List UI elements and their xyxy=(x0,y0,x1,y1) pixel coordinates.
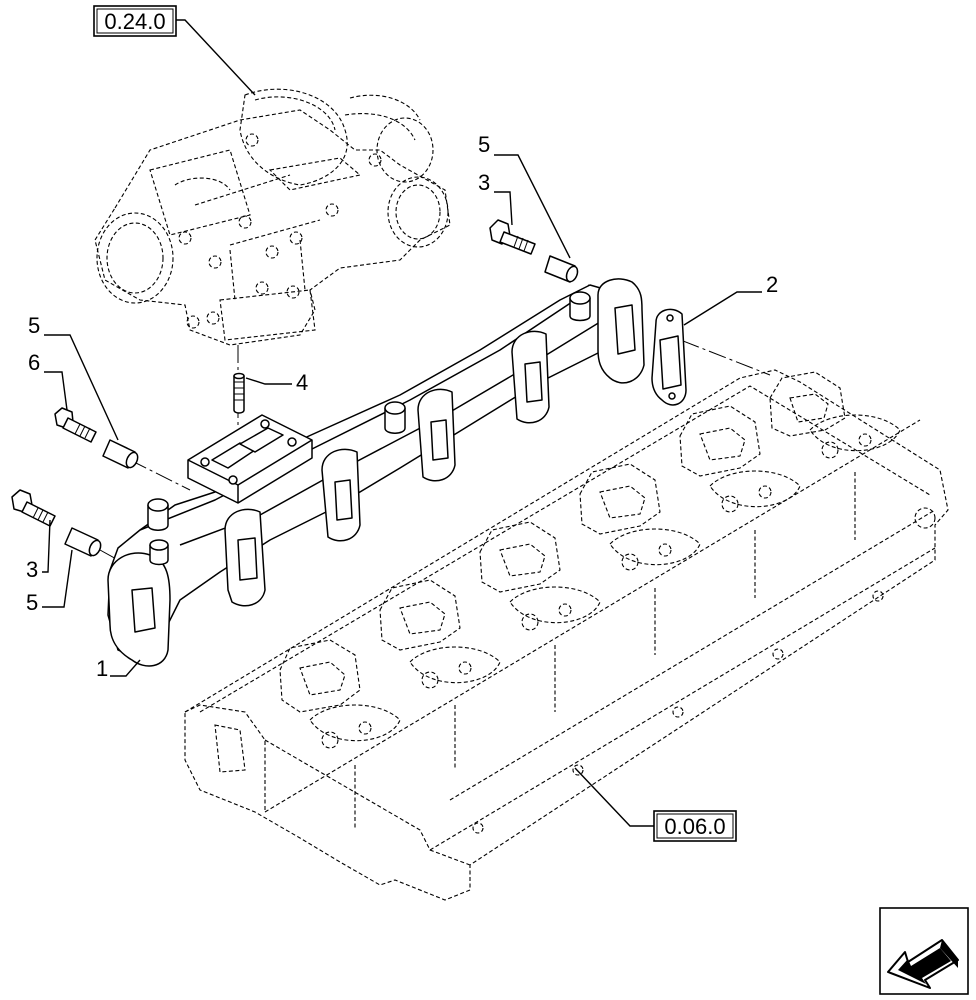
callout-label-screw-left: 6 xyxy=(28,350,40,375)
callout-spacer-front: 5 xyxy=(26,549,73,615)
exhaust-manifold xyxy=(107,278,645,667)
cylinder-head-ribs xyxy=(354,472,936,834)
reference-box-cylinder-head[interactable]: 0.06.0 xyxy=(653,810,737,842)
spacer-front xyxy=(64,527,102,557)
turbo-mounting-pad xyxy=(187,414,313,504)
callout-label-stud: 4 xyxy=(296,370,308,395)
callout-label-gasket: 2 xyxy=(766,272,778,297)
callout-stud: 4 xyxy=(245,370,308,395)
cylinder-head-ports xyxy=(309,414,901,749)
back-arrow-icon xyxy=(887,939,959,989)
cylinder-head-towers xyxy=(279,371,846,713)
screw-front xyxy=(11,489,56,527)
reference-label-cylinder-head: 0.06.0 xyxy=(664,814,725,839)
callout-label-spacer-left: 5 xyxy=(28,313,40,338)
screw-left xyxy=(54,407,97,443)
gasket xyxy=(651,308,687,406)
spacer-rear xyxy=(544,255,579,283)
callout-spacer-left: 5 xyxy=(28,313,119,441)
callout-screw-front: 3 xyxy=(26,519,51,582)
reference-label-turbocharger: 0.24.0 xyxy=(104,9,165,34)
cylinder-head xyxy=(184,369,949,901)
callout-label-screw-front: 3 xyxy=(26,557,38,582)
callout-screw-left: 6 xyxy=(28,350,68,411)
manifold-port-flanges xyxy=(107,278,645,667)
spacer-left xyxy=(102,439,139,469)
turbocharger xyxy=(94,88,451,346)
stud xyxy=(233,372,245,414)
callout-label-manifold: 1 xyxy=(96,656,108,681)
callout-label-spacer-front: 5 xyxy=(26,590,38,615)
callout-gasket: 2 xyxy=(683,272,778,326)
callout-screw-rear: 3 xyxy=(478,170,513,226)
callout-spacer-rear: 5 xyxy=(478,132,571,259)
leader-turbocharger xyxy=(176,19,256,96)
reference-box-turbocharger[interactable]: 0.24.0 xyxy=(93,5,177,37)
manifold-bosses xyxy=(147,291,591,566)
back-arrow-button[interactable] xyxy=(879,907,969,995)
leader-cylinder-head xyxy=(574,767,654,827)
screw-rear xyxy=(489,219,536,255)
callout-label-screw-rear: 3 xyxy=(478,170,490,195)
callout-manifold: 1 xyxy=(96,656,141,681)
callout-label-spacer-rear: 5 xyxy=(478,132,490,157)
